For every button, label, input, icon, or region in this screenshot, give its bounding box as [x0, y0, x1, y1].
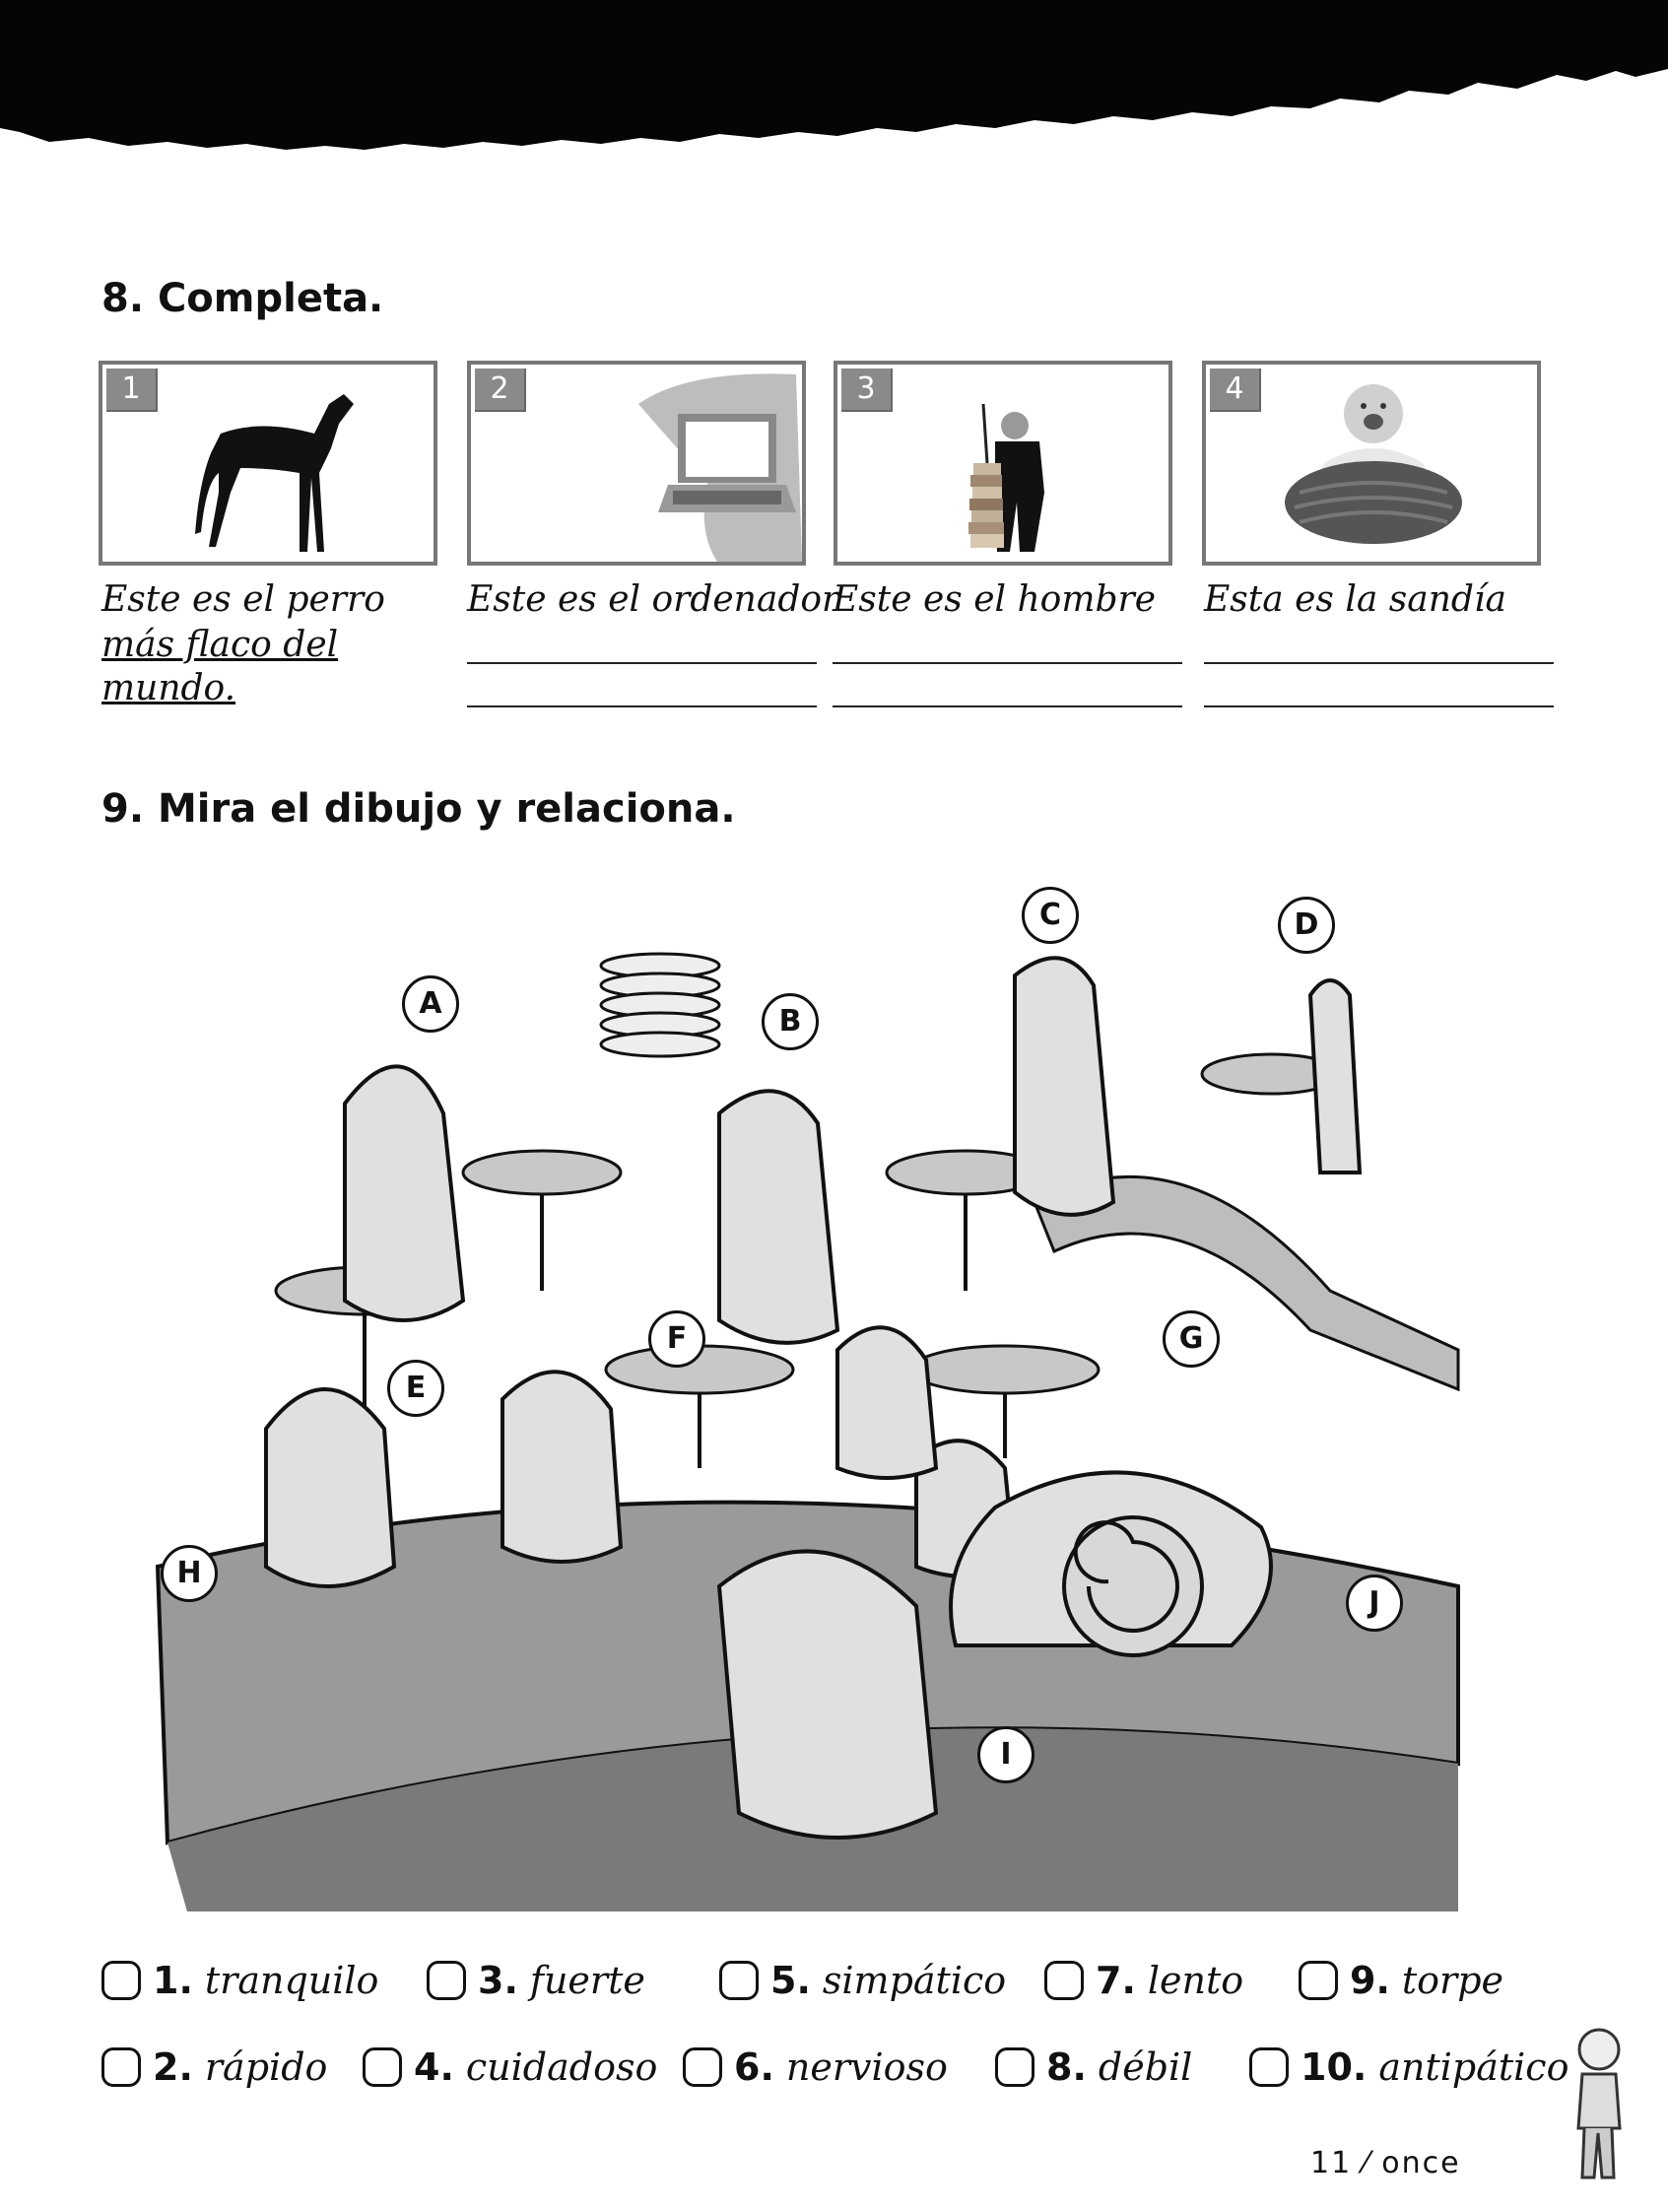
option-4[interactable]: 4.cuidadoso [363, 2045, 657, 2089]
picture-box-1: 1 [99, 361, 437, 566]
greyhound-image [195, 394, 354, 552]
answer-line-2b[interactable] [467, 705, 817, 707]
torn-header-band [0, 0, 1668, 150]
caption-4: Esta es la sandía [1204, 579, 1506, 620]
caption-2: Este es el ordenador [467, 579, 839, 620]
section9-title: 9. Mira el dibujo y relaciona. [101, 786, 736, 832]
picture-box-2: 2 [467, 361, 806, 566]
option-checkbox[interactable] [427, 1961, 466, 2000]
answer-line-4b[interactable] [1204, 705, 1554, 707]
option-checkbox[interactable] [1299, 1961, 1338, 2000]
answer-line-3a[interactable] [833, 662, 1182, 664]
man-with-books-image [968, 403, 1044, 552]
option-7[interactable]: 7.lento [1044, 1959, 1243, 2002]
option-checkbox[interactable] [719, 1961, 759, 2000]
option-1[interactable]: 1.tranquilo [101, 1959, 378, 2002]
picture-box-4: 4 [1202, 361, 1541, 566]
picture-box-3: 3 [834, 361, 1172, 566]
tiny-laptop-image [638, 373, 802, 562]
baby-watermelon-image [1285, 384, 1462, 544]
answer-line-2a[interactable] [467, 662, 817, 664]
mascot-character-icon [1576, 2028, 1622, 2179]
picture-number-2: 2 [475, 369, 526, 412]
option-10[interactable]: 10.antipático [1249, 2045, 1568, 2089]
answer-line-4a[interactable] [1204, 662, 1554, 664]
picture-number-1: 1 [106, 369, 158, 412]
monster-cafe-illustration [155, 952, 1460, 1911]
option-checkbox[interactable] [1249, 2047, 1289, 2087]
option-checkbox[interactable] [995, 2047, 1034, 2087]
option-6[interactable]: 6.nervioso [683, 2045, 948, 2089]
option-5[interactable]: 5.simpático [719, 1959, 1006, 2002]
option-3[interactable]: 3.fuerte [427, 1959, 645, 2002]
option-checkbox[interactable] [683, 2047, 722, 2087]
answer-1-line1: más flaco del [101, 625, 339, 665]
option-checkbox[interactable] [101, 1961, 141, 2000]
picture-number-3: 3 [841, 369, 893, 412]
option-2[interactable]: 2.rápido [101, 2045, 327, 2089]
caption-3: Este es el hombre [833, 579, 1157, 620]
section8-title: 8. Completa. [101, 276, 384, 321]
answer-1-line2: mundo. [101, 668, 236, 708]
page-number: 11 ⁄ once [1310, 2146, 1461, 2180]
option-checkbox[interactable] [363, 2047, 402, 2087]
option-checkbox[interactable] [101, 2047, 141, 2087]
picture-number-4: 4 [1210, 369, 1261, 412]
option-checkbox[interactable] [1044, 1961, 1084, 2000]
option-9[interactable]: 9.torpe [1299, 1959, 1503, 2002]
answer-line-3b[interactable] [833, 705, 1182, 707]
caption-1: Este es el perro [101, 579, 385, 620]
option-8[interactable]: 8.débil [995, 2045, 1192, 2089]
